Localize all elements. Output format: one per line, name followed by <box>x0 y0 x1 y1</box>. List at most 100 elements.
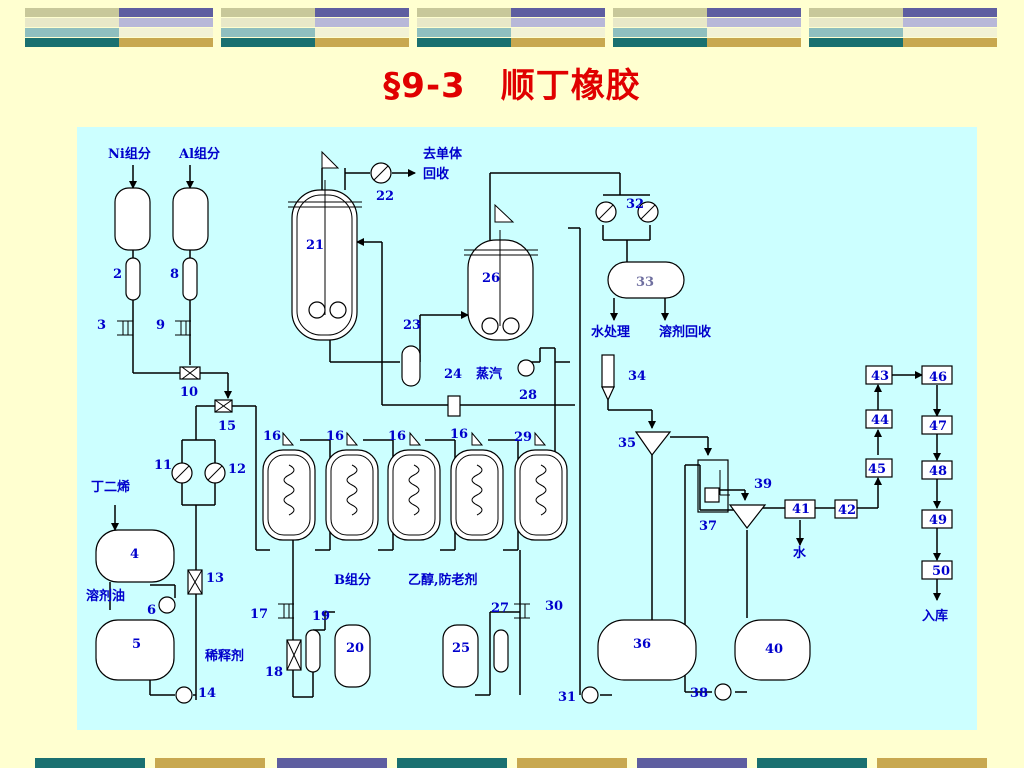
label-ni: Ni组分 <box>108 146 151 162</box>
num-37: 37 <box>699 519 717 534</box>
decor-banner <box>221 8 409 47</box>
num-15: 15 <box>218 419 236 434</box>
num-2: 2 <box>113 267 122 282</box>
vessel-ni <box>114 187 151 251</box>
label-b-component: B组分 <box>334 572 371 588</box>
num-16a: 16 <box>263 429 281 444</box>
num-41: 41 <box>792 502 810 517</box>
num-16b: 16 <box>326 429 344 444</box>
num-49: 49 <box>929 513 947 528</box>
num-32: 32 <box>626 197 644 212</box>
label-monomer-recovery-1: 去单体 <box>423 146 463 162</box>
label-steam: 蒸汽 <box>476 366 502 382</box>
label-monomer-recovery-2: 回收 <box>423 166 450 182</box>
process-flow-diagram: Ni组分 Al组分 去单体 回收 水处理 溶剂回收 蒸汽 丁二烯 溶剂油 稀释剂… <box>86 146 953 705</box>
decor-footer <box>397 758 507 768</box>
box-43 <box>865 365 893 385</box>
num-22: 22 <box>376 189 394 204</box>
column-27 <box>493 629 509 673</box>
label-water-treatment: 水处理 <box>591 324 630 340</box>
decor-footer <box>877 758 987 768</box>
decor-banner <box>417 8 605 47</box>
column-2 <box>125 257 141 301</box>
decor-banner <box>25 8 213 47</box>
pump-6 <box>158 596 176 614</box>
num-23: 23 <box>403 318 421 333</box>
page-title: §9-3 顺丁橡胶 <box>383 66 641 106</box>
diagram-panel: Ni组分 Al组分 去单体 回收 水处理 溶剂回收 蒸汽 丁二烯 溶剂油 稀释剂… <box>77 127 977 730</box>
label-ethanol-antioxidant: 乙醇,防老剂 <box>408 572 478 588</box>
num-29: 29 <box>514 430 532 445</box>
cyclone-34 <box>601 354 615 388</box>
tank-5 <box>95 619 175 681</box>
num-21: 21 <box>306 238 324 253</box>
label-al: Al组分 <box>178 146 220 162</box>
num-26: 26 <box>482 271 500 286</box>
decor-footer <box>35 758 145 768</box>
box-45 <box>865 458 893 478</box>
num-45: 45 <box>868 462 886 477</box>
num-5: 5 <box>132 637 141 652</box>
num-35: 35 <box>618 436 636 451</box>
num-31: 31 <box>558 690 576 705</box>
num-12: 12 <box>228 462 246 477</box>
num-10: 10 <box>180 385 198 400</box>
pump-28 <box>517 359 535 377</box>
num-30: 30 <box>545 599 563 614</box>
num-3: 3 <box>97 318 106 333</box>
label-solvent-recovery: 溶剂回收 <box>659 324 712 340</box>
box-42 <box>834 499 858 519</box>
decor-footer <box>637 758 747 768</box>
pump-31 <box>581 686 599 704</box>
hopper-35 <box>634 431 672 457</box>
num-38: 38 <box>690 686 708 701</box>
num-9: 9 <box>156 318 165 333</box>
num-16c: 16 <box>388 429 406 444</box>
num-50: 50 <box>932 564 950 579</box>
pump-38 <box>714 683 732 701</box>
num-40: 40 <box>765 642 783 657</box>
num-19: 19 <box>312 609 330 624</box>
decor-banner <box>809 8 997 47</box>
vessel-25 <box>442 624 479 688</box>
label-solvent-oil: 溶剂油 <box>86 588 125 604</box>
num-8: 8 <box>170 267 179 282</box>
decor-footer <box>277 758 387 768</box>
num-47: 47 <box>929 419 947 434</box>
pump-14 <box>175 686 193 704</box>
box-41 <box>784 499 816 519</box>
column-19 <box>305 629 321 673</box>
decor-footer <box>757 758 867 768</box>
num-43: 43 <box>871 369 889 384</box>
num-13: 13 <box>206 571 224 586</box>
num-24: 24 <box>444 367 462 382</box>
box-46 <box>921 365 953 385</box>
meter <box>447 395 461 417</box>
num-20: 20 <box>346 641 364 656</box>
num-4: 4 <box>130 547 139 562</box>
cyclone-34-cone <box>601 386 615 402</box>
tank-33 <box>607 261 685 299</box>
num-25: 25 <box>452 641 470 656</box>
num-18: 18 <box>265 665 283 680</box>
num-33: 33 <box>636 275 654 290</box>
num-28: 28 <box>519 388 537 403</box>
label-storage: 入库 <box>922 608 948 624</box>
num-48: 48 <box>929 464 947 479</box>
tank-40 <box>734 619 811 681</box>
box-44 <box>865 409 893 429</box>
box-47 <box>921 415 953 435</box>
vessel-37 <box>697 459 729 513</box>
box-50 <box>921 560 953 580</box>
num-44: 44 <box>871 413 889 428</box>
num-6: 6 <box>147 603 156 618</box>
num-17: 17 <box>250 607 268 622</box>
num-27: 27 <box>491 601 509 616</box>
hopper-39 <box>728 504 767 529</box>
box-49 <box>921 509 953 529</box>
vessel-al <box>172 187 209 251</box>
decor-footer <box>155 758 265 768</box>
num-16d: 16 <box>450 427 468 442</box>
num-11: 11 <box>154 458 172 473</box>
decor-footer <box>517 758 627 768</box>
